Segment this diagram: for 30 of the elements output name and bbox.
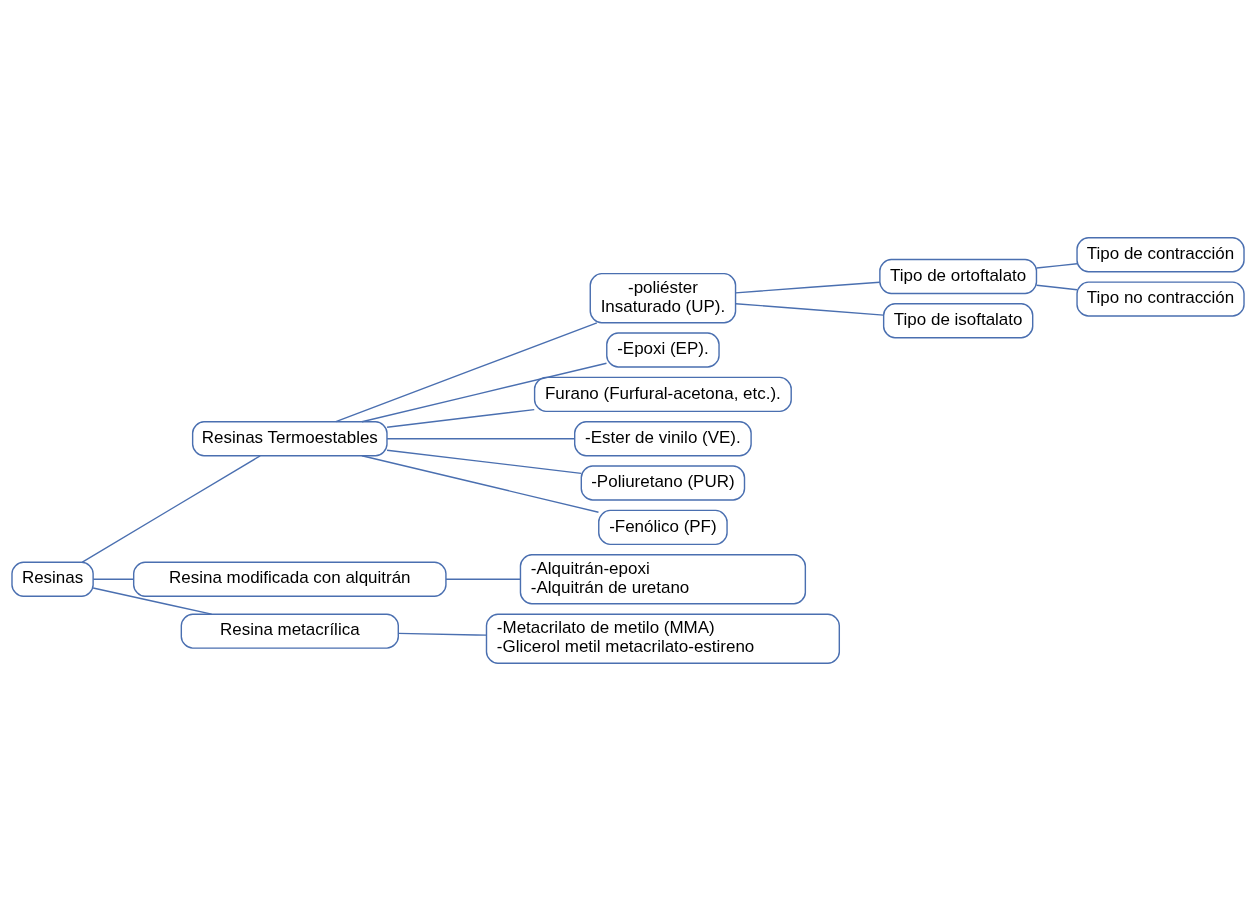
- node-box: Tipo de isoftalato: [882, 303, 1034, 339]
- connector: [81, 455, 261, 563]
- node-box: -Alquitrán-epoxi -Alquitrán de uretano: [519, 554, 807, 605]
- connector: [386, 449, 582, 475]
- node-box: Tipo no contracción: [1076, 281, 1245, 317]
- node-box: Tipo de contracción: [1076, 237, 1245, 273]
- connector: [397, 632, 487, 636]
- connector: [734, 281, 881, 294]
- node-box: -Poliuretano (PUR): [580, 465, 746, 501]
- connector: [361, 455, 600, 513]
- connector: [386, 438, 576, 440]
- connector: [92, 578, 135, 580]
- node-box: Resinas: [11, 561, 94, 597]
- node-box: Furano (Furfural-acetona, etc.).: [533, 376, 792, 413]
- node-box: Resinas Termoestables: [191, 421, 388, 457]
- connector: [335, 322, 598, 423]
- node-box: -Metacrilato de metilo (MMA) -Glicerol metil metacrilato-estireno: [485, 613, 840, 664]
- node-box: Resina modificada con alquitrán: [132, 561, 447, 597]
- node-box: Resina metacrílica: [180, 613, 399, 649]
- connector: [386, 408, 535, 428]
- connector: [1035, 284, 1078, 291]
- connector: [1035, 263, 1078, 269]
- connector: [445, 578, 522, 580]
- node-box: -poliéster Insaturado (UP).: [589, 272, 737, 324]
- node-box: Tipo de ortoftalato: [879, 258, 1038, 295]
- node-box: -Ester de vinilo (VE).: [574, 421, 752, 457]
- connector: [361, 362, 608, 423]
- connector: [734, 303, 885, 316]
- node-box: -Epoxi (EP).: [606, 332, 720, 368]
- node-box: -Fenólico (PF): [598, 509, 728, 546]
